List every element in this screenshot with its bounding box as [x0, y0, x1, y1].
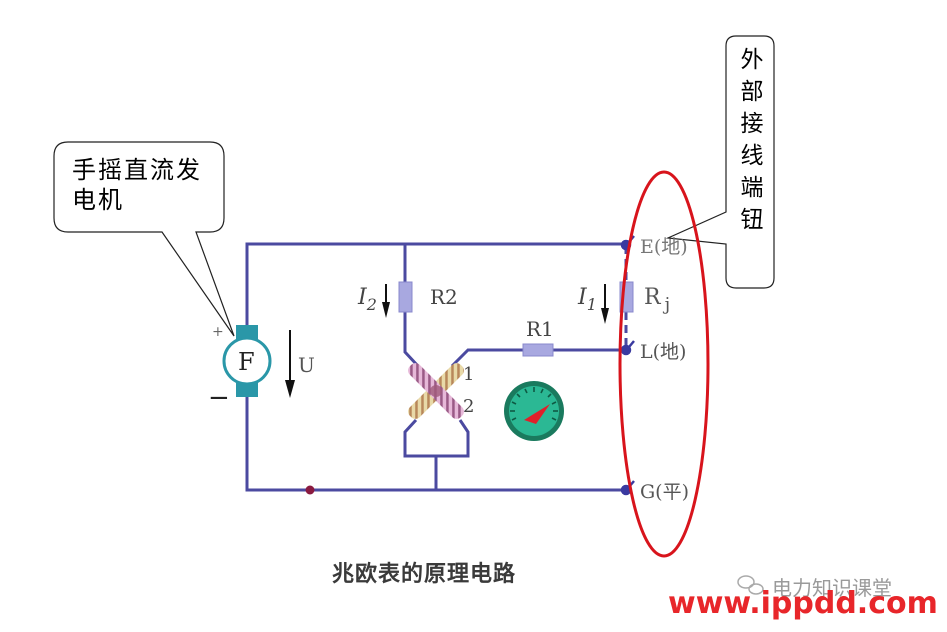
diagram-caption: 兆欧表的原理电路 — [332, 562, 517, 587]
generator-symbol — [222, 325, 272, 397]
callout-generator-line2: 电机 — [72, 186, 124, 214]
current-arrow-i2 — [382, 284, 390, 318]
watermark-channel-name: 电力知识课堂 — [772, 576, 892, 600]
callout-terminals — [665, 35, 775, 289]
callout-generator-text: 手摇直流发 电机 — [72, 155, 222, 215]
callout-terminals-char: 钮 — [740, 207, 766, 233]
current-arrow-i1 — [601, 284, 609, 324]
terminal-g-label: G(平) — [640, 481, 689, 503]
callout-terminals-text: 外 部 接 线 端 钮 — [738, 44, 768, 236]
resistor-r1-label: R1 — [526, 317, 554, 341]
voltage-arrow-u — [285, 330, 295, 398]
resistor-r1 — [522, 343, 554, 357]
meter-gauge-icon — [504, 381, 564, 441]
generator-plus-sign: + — [212, 324, 224, 340]
callout-terminals-char: 接 — [740, 111, 766, 137]
junction-dot — [305, 485, 315, 495]
callout-terminals-char: 外 — [740, 47, 766, 73]
callout-terminals-char: 端 — [740, 175, 766, 201]
watermark-chat-icon — [737, 575, 764, 595]
callout-terminals-char: 线 — [740, 143, 766, 169]
watermark-url: www.ippdd.com — [668, 586, 938, 621]
terminals-highlight-ellipse — [618, 170, 710, 558]
callout-generator-line1: 手摇直流发 — [72, 156, 202, 184]
generator-label-f: F — [238, 348, 255, 376]
callout-terminals-char: 部 — [740, 79, 766, 105]
resistor-r2 — [398, 281, 413, 313]
terminal-l-label: L(地) — [640, 341, 686, 363]
terminal-e-label: E(地) — [640, 236, 688, 258]
terminal-l-knob — [620, 340, 635, 356]
coil-2-label: 2 — [463, 396, 474, 417]
current-label-i1: I1 — [577, 285, 597, 314]
wires — [245, 242, 625, 492]
generator-minus-sign: − — [208, 383, 230, 413]
callout-generator — [53, 141, 235, 337]
coil-1-label: 1 — [463, 364, 474, 385]
resistor-r2-label: R2 — [430, 285, 458, 309]
current-label-i2: I2 — [357, 285, 377, 314]
voltage-label-u: U — [298, 353, 315, 377]
crossed-coils — [408, 363, 464, 419]
